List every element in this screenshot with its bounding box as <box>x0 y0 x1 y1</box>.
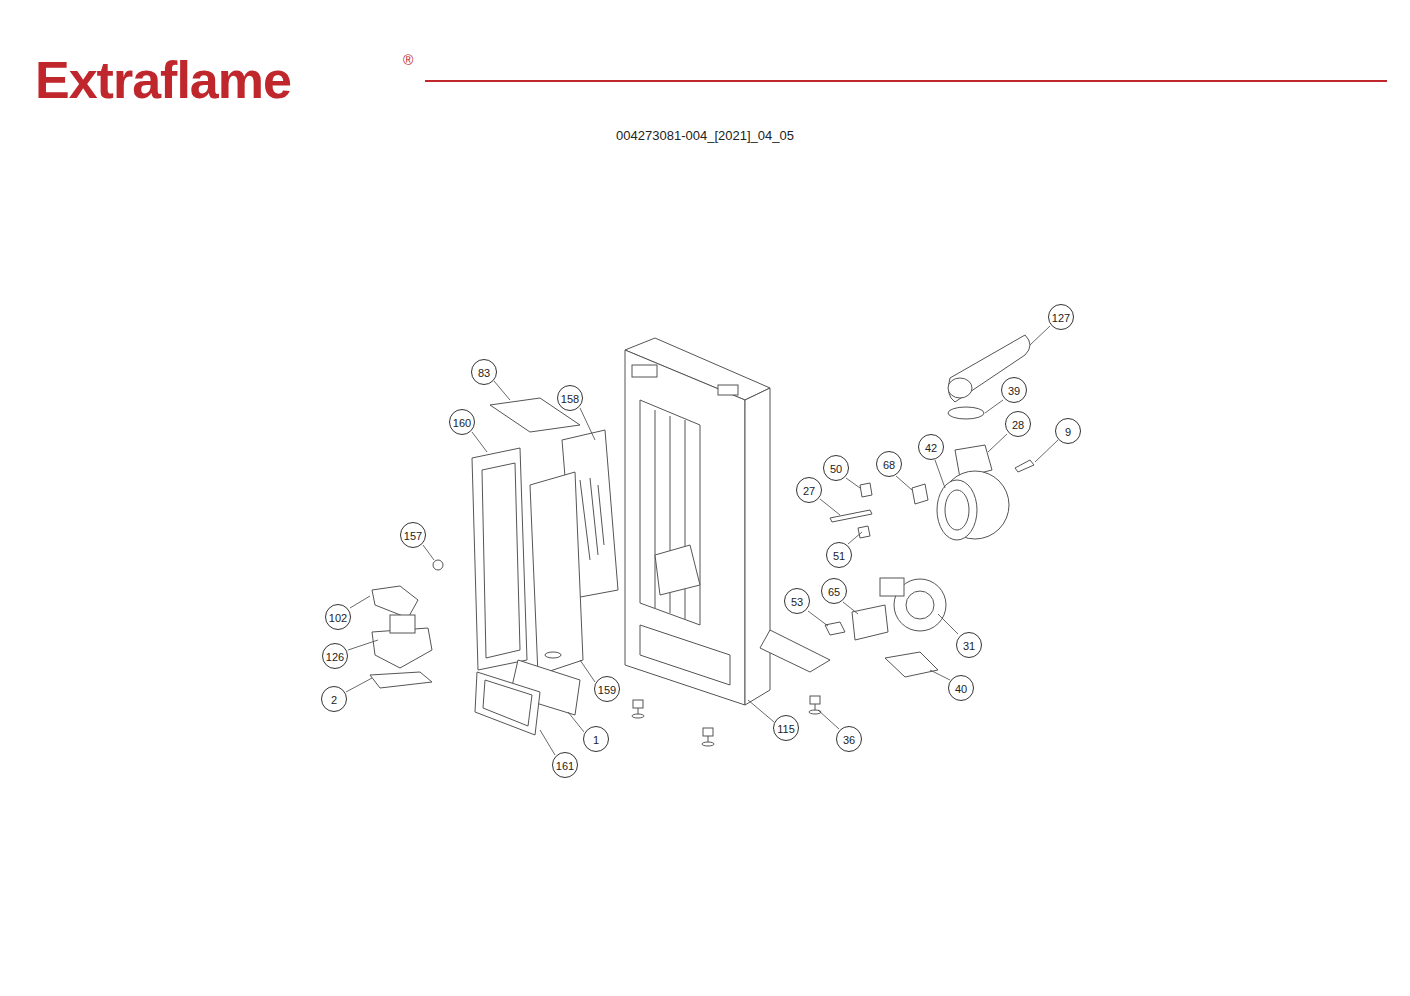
callout-number: 68 <box>876 451 902 477</box>
callout-number: 39 <box>1001 377 1027 403</box>
callout-number: 2 <box>321 686 347 712</box>
callout-number: 28 <box>1005 411 1031 437</box>
callout-number: 127 <box>1048 304 1074 330</box>
callout-number: 51 <box>826 542 852 568</box>
callout-number: 53 <box>784 588 810 614</box>
callout-number: 42 <box>918 434 944 460</box>
callout-number: 27 <box>796 477 822 503</box>
callout-number: 31 <box>956 632 982 658</box>
callout-number: 9 <box>1055 418 1081 444</box>
document-code: 004273081-004_[2021]_04_05 <box>616 128 794 143</box>
callout-number: 126 <box>322 643 348 669</box>
callout-number: 102 <box>325 604 351 630</box>
registered-mark: ® <box>403 52 413 68</box>
callout-number: 160 <box>449 409 475 435</box>
callout-number: 36 <box>836 726 862 752</box>
callout-number: 40 <box>948 675 974 701</box>
callout-number: 1 <box>583 726 609 752</box>
brand-logo: Extraflame <box>35 50 291 110</box>
callout-number: 158 <box>557 385 583 411</box>
callout-number: 50 <box>823 455 849 481</box>
callout-number: 83 <box>471 359 497 385</box>
callout-number: 65 <box>821 578 847 604</box>
callout-number: 115 <box>773 715 799 741</box>
leader-lines <box>346 326 1058 755</box>
callout-number: 161 <box>552 752 578 778</box>
header-rule <box>425 80 1387 82</box>
callout-number: 159 <box>594 676 620 702</box>
parts <box>370 335 1034 746</box>
callout-number: 157 <box>400 522 426 548</box>
